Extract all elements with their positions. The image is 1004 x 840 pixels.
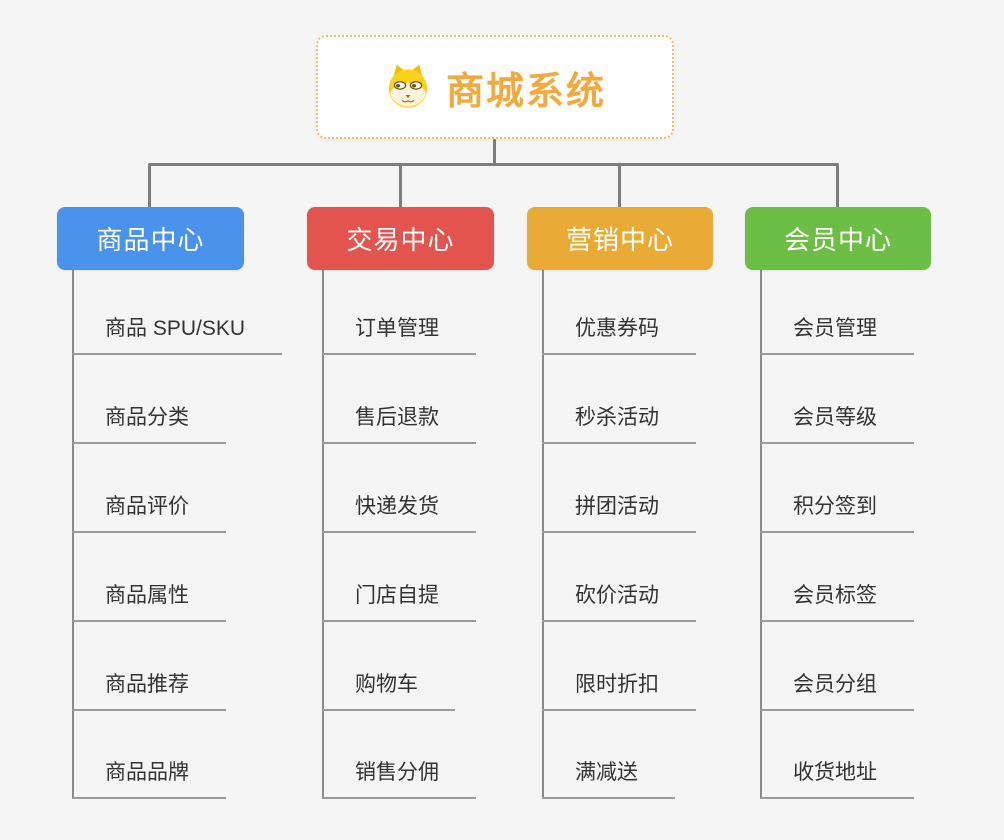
connector-bus	[148, 163, 839, 166]
child-node[interactable]: 商品属性	[72, 581, 226, 622]
child-node[interactable]: 限时折扣	[542, 670, 696, 711]
connector-root-stem	[493, 139, 496, 166]
branch-node-trade-center[interactable]: 交易中心	[307, 207, 494, 270]
child-node[interactable]: 销售分佣	[322, 758, 476, 799]
connector-drop	[148, 165, 151, 208]
child-node[interactable]: 商品推荐	[72, 670, 226, 711]
connector-column-stem	[72, 270, 74, 799]
child-node[interactable]: 会员管理	[760, 314, 914, 355]
child-node[interactable]: 商品品牌	[72, 758, 226, 799]
child-node[interactable]: 秒杀活动	[542, 403, 696, 444]
branch-label: 交易中心	[346, 225, 455, 255]
child-node[interactable]: 会员分组	[760, 670, 914, 711]
child-node[interactable]: 会员标签	[760, 581, 914, 622]
child-node[interactable]: 快递发货	[322, 492, 476, 533]
branch-label: 商品中心	[96, 225, 205, 255]
child-node[interactable]: 砍价活动	[542, 581, 696, 622]
child-node[interactable]: 商品 SPU/SKU	[72, 314, 283, 355]
connector-column-stem	[760, 270, 762, 799]
child-node[interactable]: 优惠券码	[542, 314, 696, 355]
child-node[interactable]: 商品分类	[72, 403, 226, 444]
child-node[interactable]: 订单管理	[322, 314, 476, 355]
connector-column-stem	[542, 270, 544, 799]
connector-drop	[399, 165, 402, 208]
child-node[interactable]: 购物车	[322, 670, 455, 711]
branch-node-product-center[interactable]: 商品中心	[57, 207, 244, 270]
child-node[interactable]: 商品评价	[72, 492, 226, 533]
root-title: 商城系统	[445, 70, 606, 113]
branch-label: 会员中心	[783, 225, 892, 255]
branch-node-marketing-center[interactable]: 营销中心	[527, 207, 713, 270]
connector-drop	[618, 165, 621, 208]
child-node[interactable]: 满减送	[542, 758, 675, 799]
connector-column-stem	[322, 270, 324, 799]
dog-face-icon	[384, 63, 432, 111]
connector-drop	[836, 165, 839, 208]
branch-node-member-center[interactable]: 会员中心	[745, 207, 931, 270]
child-node[interactable]: 售后退款	[322, 403, 476, 444]
child-node[interactable]: 门店自提	[322, 581, 476, 622]
child-node[interactable]: 积分签到	[760, 492, 914, 533]
branch-label: 营销中心	[565, 225, 674, 255]
child-node[interactable]: 拼团活动	[542, 492, 696, 533]
root-node[interactable]: 商城系统	[316, 35, 674, 139]
child-node[interactable]: 收货地址	[760, 758, 914, 799]
child-node[interactable]: 会员等级	[760, 403, 914, 444]
